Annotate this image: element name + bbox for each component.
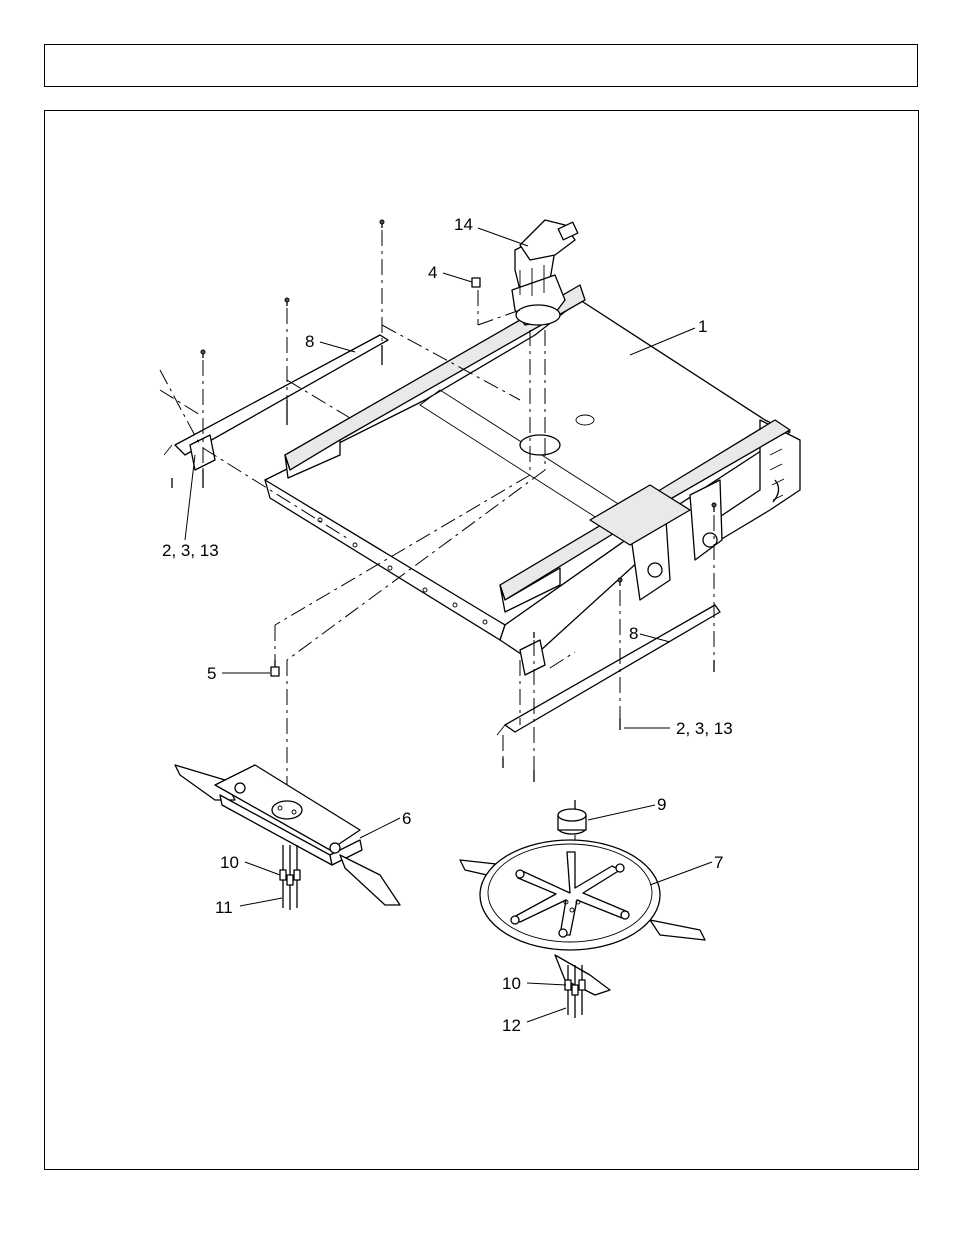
callout-5: 5 <box>207 664 216 683</box>
blade-bolts-right <box>565 965 585 1018</box>
callout-11: 11 <box>215 898 233 917</box>
bolt-5 <box>271 660 279 676</box>
callout-8-bottom: 8 <box>629 624 638 643</box>
callout-2-3-13-left: 2, 3, 13 <box>162 541 219 560</box>
callout-7: 7 <box>714 853 723 872</box>
blade-bolts-left <box>280 845 300 910</box>
callout-1: 1 <box>698 317 707 336</box>
mower-deck <box>265 285 800 660</box>
callout-8-top: 8 <box>305 332 314 351</box>
bolt-4 <box>472 278 480 287</box>
callout-9: 9 <box>657 795 666 814</box>
callout-6: 6 <box>402 809 411 828</box>
callout-4: 4 <box>428 263 437 282</box>
callout-12: 12 <box>502 1016 521 1035</box>
hub-9 <box>558 800 586 834</box>
callout-10-right: 10 <box>502 974 521 993</box>
callout-2-3-13-right: 2, 3, 13 <box>676 719 733 738</box>
callout-14: 14 <box>454 215 473 234</box>
callout-10-left: 10 <box>220 853 239 872</box>
